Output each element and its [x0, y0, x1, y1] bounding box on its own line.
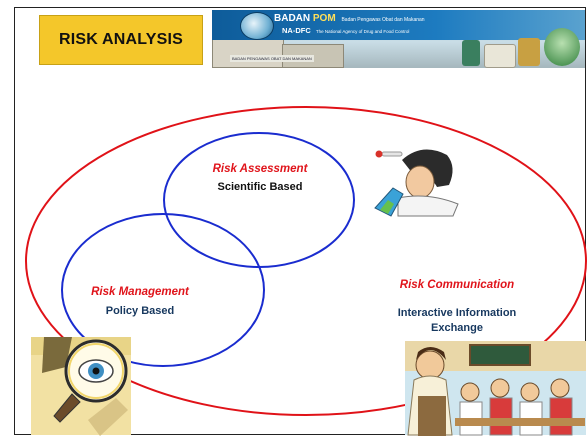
slide-frame — [14, 7, 586, 435]
lab-equipment-icon — [484, 44, 516, 68]
ring-risk-assessment — [163, 132, 355, 268]
risk-assessment-subtitle: Scientific Based — [217, 181, 303, 193]
building-sign: BADAN PENGAWAS OBAT DAN MAKANAN — [230, 55, 314, 62]
agency-code: NA-DFC The National Agency of Drug and F… — [282, 26, 409, 35]
agency-logo-icon — [240, 12, 274, 40]
risk-communication-subtitle-line1: Interactive Information — [397, 307, 517, 319]
slide-title: RISK ANALYSIS — [58, 31, 184, 48]
risk-management-subtitle: Policy Based — [105, 305, 175, 317]
risk-assessment-heading: Risk Assessment — [212, 163, 308, 175]
risk-communication-subtitle-line2: Exchange — [431, 322, 483, 334]
agency-code-desc: The National Agency of Drug and Food Con… — [315, 29, 410, 34]
agency-name-text: BADAN — [274, 13, 311, 24]
agency-code-text: NA-DFC — [282, 26, 311, 35]
pills-icon — [544, 28, 580, 66]
classroom-students-icon — [405, 341, 586, 436]
agency-tagline: Badan Pengawas Obat dan Makanan — [341, 17, 425, 23]
outer-ring-risk-communication — [25, 106, 587, 416]
agency-name: BADAN POM Badan Pengawas Obat dan Makana… — [274, 13, 425, 24]
bottle-icon — [518, 38, 540, 66]
risk-management-heading: Risk Management — [91, 286, 189, 298]
title-box: RISK ANALYSIS — [39, 15, 203, 65]
header-banner: BADAN POM Badan Pengawas Obat dan Makana… — [212, 10, 585, 68]
risk-communication-heading: Risk Communication — [399, 279, 515, 291]
magnifier-eye-icon — [31, 337, 131, 436]
banner-bar — [212, 10, 585, 40]
agency-name-highlight: POM — [312, 13, 336, 24]
bottle-icon — [462, 40, 480, 66]
ring-risk-management — [61, 213, 265, 367]
scientist-icon — [363, 145, 463, 217]
